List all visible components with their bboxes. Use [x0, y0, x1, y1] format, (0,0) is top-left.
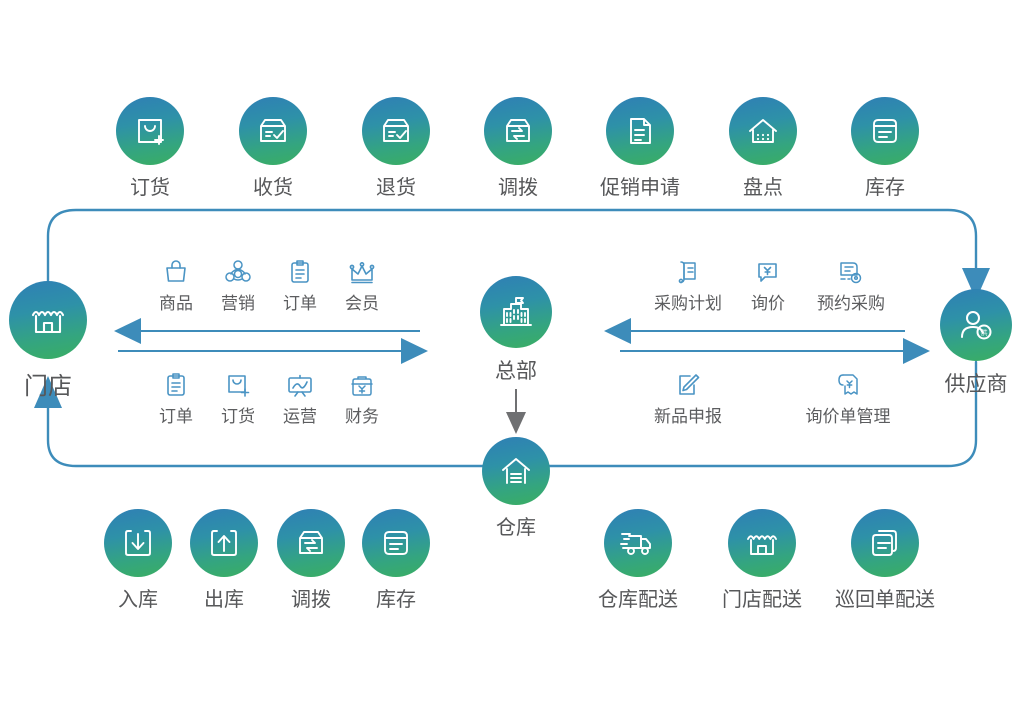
mini-hq-sup-up-0-label: 采购计划: [654, 294, 722, 313]
mini-store-hq-up-2[interactable]: 订单: [255, 253, 345, 314]
node-top-2-label: 退货: [376, 177, 416, 199]
mini-store-hq-up-1[interactable]: 营销: [193, 253, 283, 314]
mini-hq-sup-up-2-label: 预约采购: [817, 294, 885, 313]
crown-member-icon: [317, 253, 407, 285]
purchase-plan-icon: [633, 253, 743, 285]
mini-store-hq-low-3[interactable]: 财务: [317, 366, 407, 427]
operations-chart-icon: [255, 366, 345, 398]
mini-store-hq-low-3-label: 财务: [345, 407, 379, 426]
arrowhead-left: [114, 318, 141, 344]
node-bottom-left-2-label: 调拨: [291, 589, 331, 611]
arrowhead-right: [903, 338, 930, 364]
mini-store-hq-low-1[interactable]: 订货: [193, 366, 283, 427]
inventory-list-icon: [362, 509, 430, 577]
finance-yen-icon: [317, 366, 407, 398]
clipboard-order-icon: [255, 253, 345, 285]
bag-plus-icon: [116, 97, 184, 165]
bag-plus-outline-icon: [193, 366, 283, 398]
arrowhead-left: [604, 318, 631, 344]
mini-store-hq-up-3[interactable]: 会员: [317, 253, 407, 314]
mini-store-hq-low-0-label: 订单: [159, 407, 193, 426]
warehouse-icon: [482, 437, 550, 505]
node-bottom-right-0-label: 仓库配送: [598, 589, 678, 611]
arrow-store-to-hq: [118, 338, 428, 364]
arrow-hq-to-warehouse: [506, 389, 526, 434]
node-supplier-label: 供应商: [944, 373, 1008, 396]
node-warehouse-label: 仓库: [496, 517, 536, 539]
outer-loop-top-path: [46, 208, 990, 300]
node-top-5-label: 盘点: [743, 177, 783, 199]
mini-hq-sup-low-0-label: 新品申报: [654, 407, 722, 426]
node-bottom-left-3-label: 库存: [376, 589, 416, 611]
node-headquarters-label: 总部: [495, 360, 537, 383]
mini-store-hq-up-2-label: 订单: [283, 294, 317, 313]
box-transfer-icon: [484, 97, 552, 165]
node-top-3-label: 调拨: [498, 177, 538, 199]
delivery-truck-icon: [604, 509, 672, 577]
box-return-icon: [362, 97, 430, 165]
node-bottom-left-1-label: 出库: [204, 589, 244, 611]
scheduled-purchase-icon: [796, 253, 906, 285]
mini-hq-sup-low-1[interactable]: 询价单管理: [783, 366, 913, 427]
clipboard-order-icon: [131, 366, 221, 398]
price-inquiry-icon: [723, 253, 813, 285]
storefront-icon: [728, 509, 796, 577]
svg-text:供: 供: [981, 328, 988, 337]
arrow-hq-to-store: [114, 318, 420, 344]
shopping-bag-icon: [131, 253, 221, 285]
node-top-6-label: 库存: [865, 177, 905, 199]
inquiry-sheet-icon: [783, 366, 913, 398]
supplier-person-icon: 供: [940, 289, 1012, 361]
marketing-group-icon: [193, 253, 283, 285]
arrow-up-out-icon: [190, 509, 258, 577]
mini-hq-sup-up-2[interactable]: 预约采购: [796, 253, 906, 314]
mini-store-hq-low-2[interactable]: 运营: [255, 366, 345, 427]
box-transfer-icon: [277, 509, 345, 577]
mini-hq-sup-up-1[interactable]: 询价: [723, 253, 813, 314]
node-top-1-label: 收货: [253, 177, 293, 199]
node-bottom-right-1-label: 门店配送: [722, 589, 802, 611]
stacked-documents-icon: [851, 509, 919, 577]
arrow-down-in-icon: [104, 509, 172, 577]
arrow-hq-to-supplier: [620, 338, 930, 364]
node-top-0-label: 订货: [130, 177, 170, 199]
mini-hq-sup-up-1-label: 询价: [751, 294, 785, 313]
document-lines-icon: [606, 97, 674, 165]
inventory-list-icon: [851, 97, 919, 165]
arrow-supplier-to-hq: [604, 318, 905, 344]
loop-top-arrowhead: [962, 268, 990, 300]
box-check-icon: [239, 97, 307, 165]
loop-bottom-arrowhead: [34, 376, 62, 408]
mini-store-hq-up-1-label: 营销: [221, 294, 255, 313]
mini-store-hq-up-0-label: 商品: [159, 294, 193, 313]
warehouse-count-icon: [729, 97, 797, 165]
mini-hq-sup-low-0[interactable]: 新品申报: [633, 366, 743, 427]
mini-store-hq-up-3-label: 会员: [345, 294, 379, 313]
office-building-icon: [480, 276, 552, 348]
mini-store-hq-low-0[interactable]: 订单: [131, 366, 221, 427]
mini-store-hq-up-0[interactable]: 商品: [131, 253, 221, 314]
arrowhead-down: [506, 412, 526, 434]
node-store-label: 门店: [24, 373, 72, 400]
node-top-4-label: 促销申请: [600, 177, 680, 199]
mini-hq-sup-up-0[interactable]: 采购计划: [633, 253, 743, 314]
arrowhead-right: [401, 338, 428, 364]
mini-store-hq-low-2-label: 运营: [283, 407, 317, 426]
mini-store-hq-low-1-label: 订货: [221, 407, 255, 426]
mini-hq-sup-low-1-label: 询价单管理: [805, 407, 891, 426]
storefront-icon: [9, 281, 87, 359]
node-bottom-right-2-label: 巡回单配送: [835, 589, 935, 611]
node-bottom-left-0-label: 入库: [118, 589, 158, 611]
new-product-pencil-icon: [633, 366, 743, 398]
